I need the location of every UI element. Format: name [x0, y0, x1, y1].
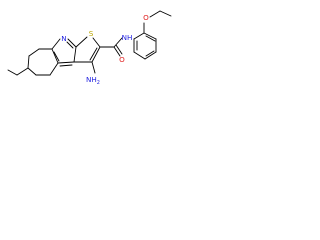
bond	[49, 62, 59, 76]
bond	[16, 67, 29, 76]
bond	[75, 36, 88, 48]
bond	[27, 67, 37, 76]
atom-labels: N S NH O O NH2	[61, 13, 149, 86]
bond	[53, 51, 60, 62]
bond	[66, 41, 74, 49]
bond	[7, 69, 18, 76]
amino-nh2-subscript: 2	[97, 80, 100, 86]
bond	[113, 46, 121, 57]
bond	[57, 61, 75, 64]
bond	[149, 10, 161, 18]
bond	[51, 48, 59, 64]
bond	[73, 46, 77, 63]
bond	[133, 51, 146, 60]
bond	[143, 32, 157, 40]
bond	[91, 46, 101, 63]
amino-nh2-label: NH2	[86, 75, 100, 86]
bond	[89, 47, 98, 61]
bond	[144, 51, 157, 60]
nitrogen-label: N	[61, 34, 66, 43]
bond	[91, 61, 96, 74]
amino-nh2-main: NH	[86, 75, 97, 84]
bond	[28, 48, 40, 57]
bond	[115, 44, 123, 55]
amide-nh-label: NH	[122, 33, 133, 42]
bond	[145, 35, 156, 42]
bonds	[7, 10, 172, 76]
bond	[92, 37, 101, 48]
bond	[59, 64, 73, 67]
sulfur-label: S	[89, 29, 94, 38]
bond	[145, 50, 155, 57]
bond	[27, 55, 30, 69]
bond	[159, 10, 172, 17]
bond	[113, 37, 123, 48]
bond	[133, 32, 145, 40]
bond	[51, 38, 61, 50]
bond	[67, 38, 77, 48]
molecule-structure: N S NH O O NH2	[7, 10, 172, 86]
molecule-diagram: N S NH O O NH2	[0, 0, 192, 97]
carbonyl-oxygen-label: O	[119, 55, 125, 64]
ether-oxygen-label: O	[143, 13, 149, 22]
